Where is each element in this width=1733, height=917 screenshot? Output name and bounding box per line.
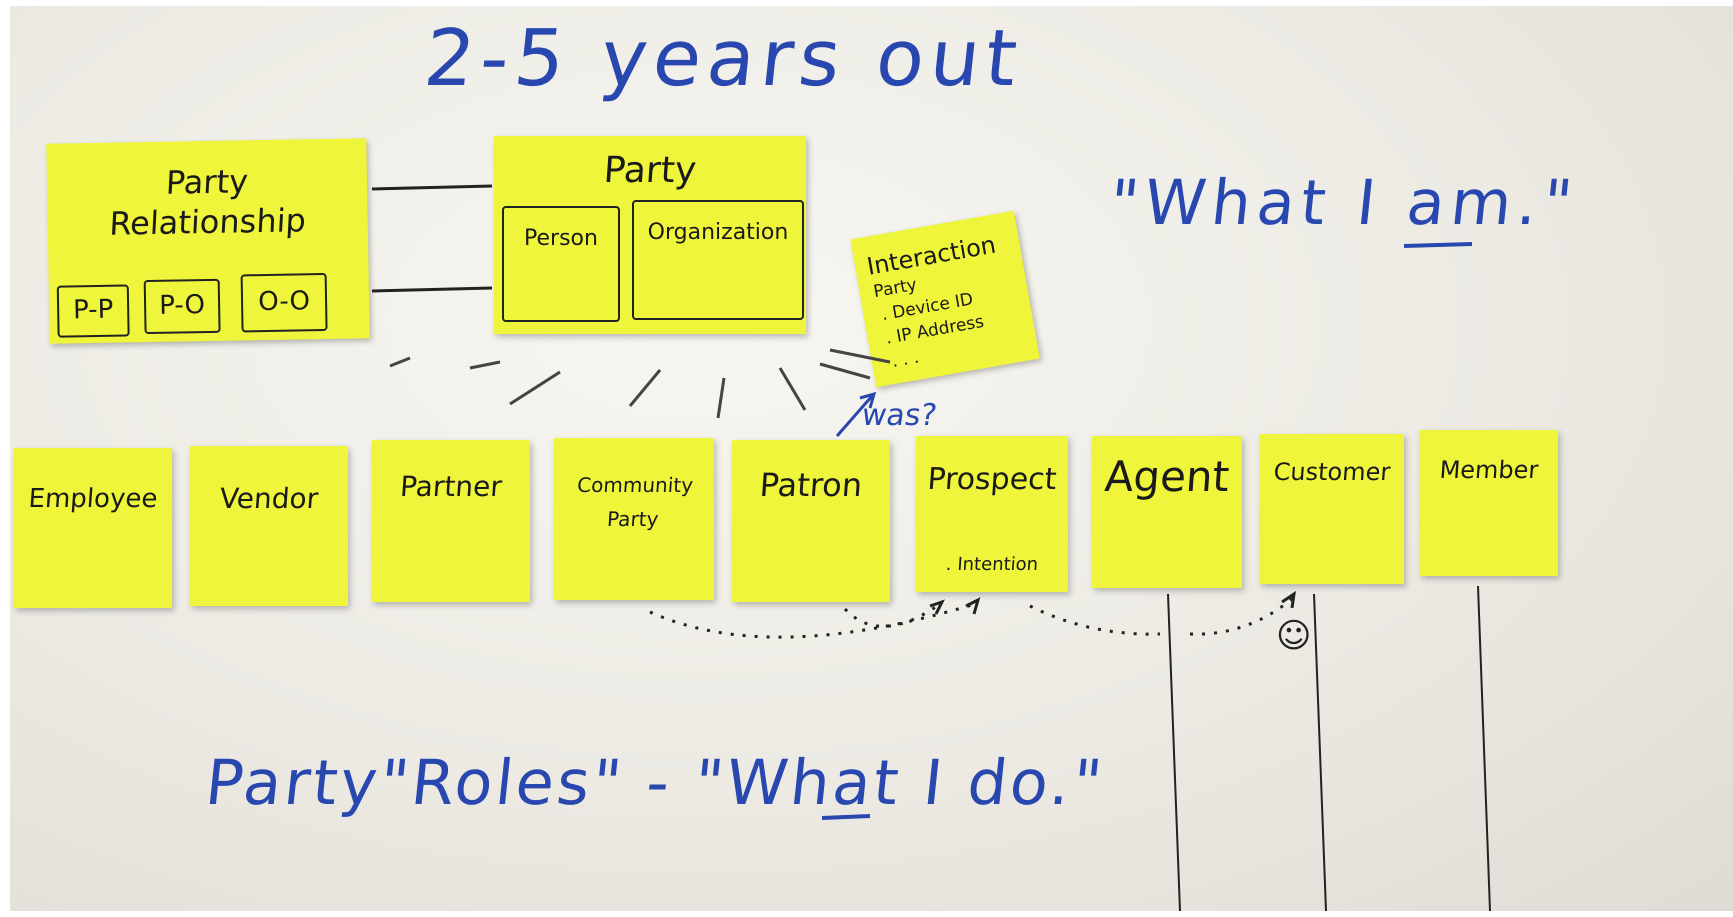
- role-label-partner: Partner: [398, 470, 504, 503]
- role-label-community-party: Community Party: [576, 473, 694, 531]
- party-note: Party Person Organization: [494, 136, 806, 334]
- role-note-member: Member: [1420, 430, 1558, 576]
- role-note-patron: Patron: [732, 440, 890, 602]
- party-roles-caption: Party"Roles" - "What I do.": [202, 746, 1109, 819]
- role-label-member: Member: [1438, 456, 1540, 484]
- role-label-customer: Customer: [1272, 458, 1392, 486]
- role-note-agent: Agent: [1092, 436, 1242, 588]
- role-note-partner: Partner: [372, 440, 530, 602]
- role-label-patron: Patron: [758, 466, 864, 504]
- organization-box: Organization: [632, 200, 804, 320]
- person-label: Person: [524, 226, 598, 251]
- person-box: Person: [502, 206, 620, 322]
- role-note-vendor: Vendor: [190, 446, 348, 606]
- role-note-community-party: Community Party: [554, 438, 714, 600]
- organization-label: Organization: [647, 220, 789, 245]
- role-sub-intention: . Intention: [945, 554, 1039, 575]
- connector-lines: [371, 184, 1491, 911]
- role-label-vendor: Vendor: [218, 482, 320, 515]
- role-note-customer: Customer: [1260, 434, 1404, 584]
- smiley-icon: ☺: [1276, 616, 1312, 656]
- role-label-prospect: Prospect: [926, 462, 1058, 497]
- whiteboard: 2-5 years out "What I am." Party Relatio…: [10, 6, 1733, 911]
- role-label-employee: Employee: [27, 484, 159, 514]
- role-label-agent: Agent: [1103, 452, 1231, 501]
- role-note-employee: Employee: [14, 448, 172, 608]
- was-annotation: was?: [859, 398, 939, 433]
- role-note-prospect: Prospect . Intention: [916, 436, 1068, 592]
